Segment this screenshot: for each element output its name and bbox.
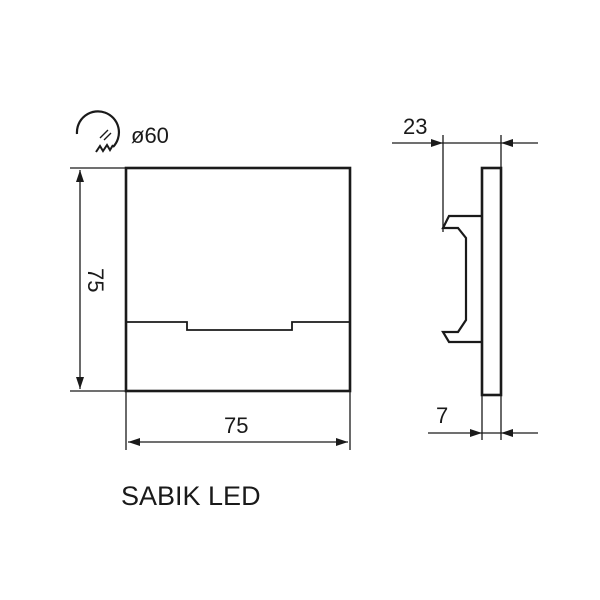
hole-saw-icon xyxy=(75,110,121,153)
plate-dimension: 7 xyxy=(428,395,538,440)
depth-dimension: 23 xyxy=(392,114,538,232)
side-view xyxy=(441,166,503,397)
width-dimension-label: 75 xyxy=(224,413,248,438)
depth-dimension-label: 23 xyxy=(403,114,427,139)
height-dimension: 75 xyxy=(70,167,126,392)
cutout-diameter-label: ø60 xyxy=(131,123,169,148)
height-dimension-label: 75 xyxy=(83,268,108,292)
product-name: SABIK LED xyxy=(121,481,261,511)
front-view xyxy=(124,166,352,393)
plate-dimension-label: 7 xyxy=(436,403,448,428)
width-dimension: 75 xyxy=(125,391,351,450)
